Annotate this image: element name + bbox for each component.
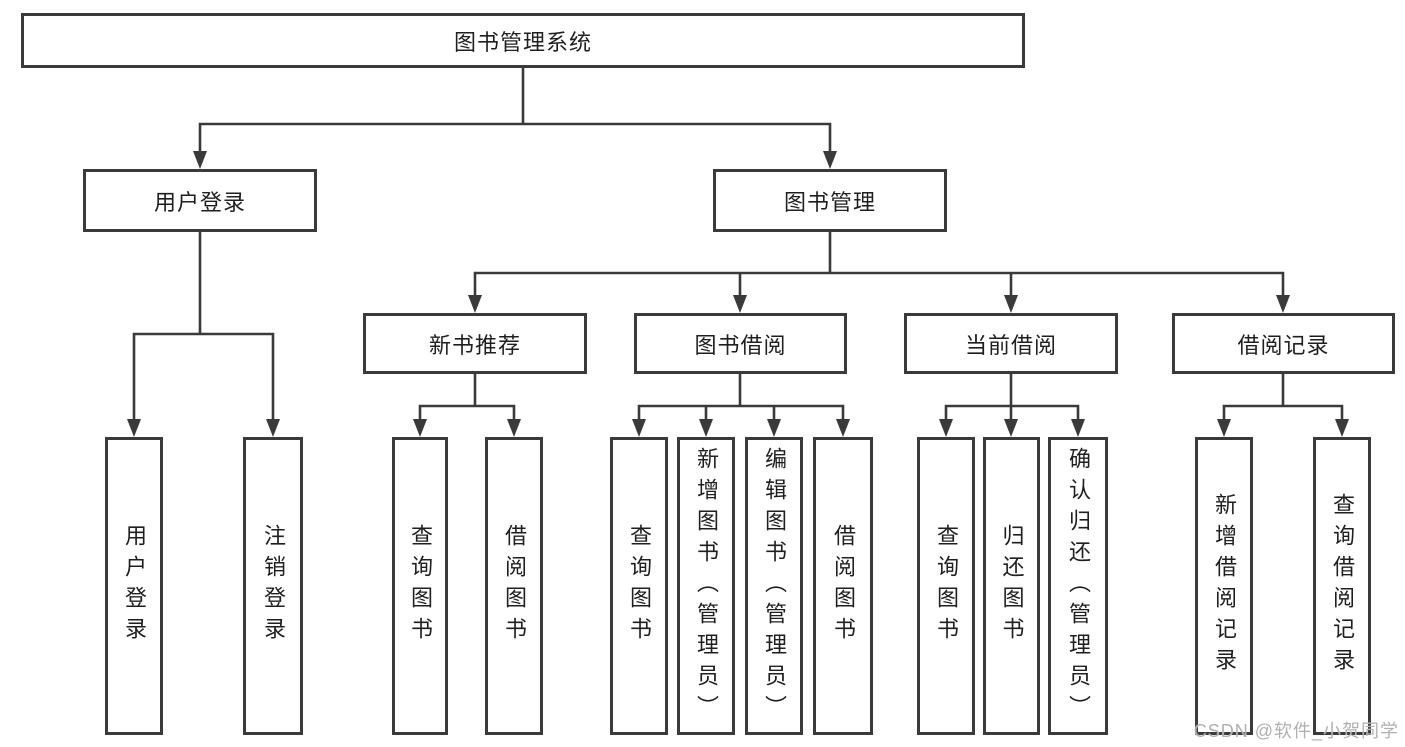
connector-book-mgmt-to-level3 (468, 230, 1290, 313)
arrowhead (127, 419, 141, 437)
leaf-nbr-query-books: 查询图书 (392, 437, 448, 735)
arrowhead (733, 295, 747, 313)
arrowhead (939, 419, 953, 437)
csdn-watermark: CSDN @软件_小贺同学 (1193, 721, 1399, 741)
node-book-borrow: 图书借阅 (634, 313, 847, 374)
connector-current-borrow-to-leaves (939, 372, 1085, 437)
arrowhead (413, 419, 427, 437)
leaf-nbr-borrow-books: 借阅图书 (485, 437, 543, 735)
leaf-bb-query-books: 查询图书 (610, 437, 668, 735)
node-root: 图书管理系统 (21, 13, 1025, 68)
leaf-label: 借阅图书 (502, 524, 527, 648)
leaf-label: 用户登录 (122, 524, 147, 648)
leaf-label: 注销登录 (261, 524, 286, 648)
leaf-label: 查询图书 (934, 524, 959, 648)
arrowhead (1071, 419, 1085, 437)
arrowhead (1276, 295, 1290, 313)
leaf-label: 编辑图书（管理员） (762, 446, 787, 726)
leaf-label: 查询借阅记录 (1330, 493, 1355, 679)
leaf-logout: 注销登录 (243, 437, 303, 735)
arrowhead (266, 419, 280, 437)
arrowhead (193, 151, 207, 169)
arrowhead (836, 419, 850, 437)
arrowhead (468, 295, 482, 313)
leaf-cb-confirm-return-admin: 确认归还（管理员） (1048, 437, 1108, 735)
leaf-label: 新增借阅记录 (1212, 493, 1237, 679)
arrowhead (1004, 295, 1018, 313)
node-user-login: 用户登录 (83, 169, 317, 232)
leaf-label: 查询图书 (408, 524, 433, 648)
leaf-label: 查询图书 (627, 524, 652, 648)
arrowhead (507, 419, 521, 437)
leaf-cb-return-books: 归还图书 (983, 437, 1040, 735)
leaf-bb-edit-books-admin: 编辑图书（管理员） (745, 437, 803, 735)
connector-user-login-to-leaves (127, 230, 280, 437)
connector-root-to-level2 (193, 66, 837, 169)
leaf-br-add-record: 新增借阅记录 (1195, 437, 1253, 735)
leaf-br-query-record: 查询借阅记录 (1313, 437, 1371, 735)
connector-book-borrow-to-leaves (632, 372, 850, 437)
leaf-bb-add-books-admin: 新增图书（管理员） (677, 437, 735, 735)
leaf-cb-query-books: 查询图书 (917, 437, 975, 735)
arrowhead (1217, 419, 1231, 437)
arrowhead (632, 419, 646, 437)
node-book-mgmt: 图书管理 (713, 169, 947, 232)
arrowhead (699, 419, 713, 437)
leaf-label: 确认归还（管理员） (1066, 446, 1091, 726)
arrowhead (767, 419, 781, 437)
leaf-user-login: 用户登录 (105, 437, 163, 735)
arrowhead (823, 151, 837, 169)
node-borrow-records: 借阅记录 (1172, 313, 1395, 374)
arrowhead (1004, 419, 1018, 437)
node-current-borrow: 当前借阅 (904, 313, 1118, 374)
leaf-label: 新增图书（管理员） (694, 446, 719, 726)
connector-borrow-records-to-leaves (1217, 372, 1349, 437)
node-new-book-rec: 新书推荐 (363, 313, 587, 374)
arrowhead (1335, 419, 1349, 437)
leaf-label: 借阅图书 (831, 524, 856, 648)
leaf-label: 归还图书 (999, 524, 1025, 648)
leaf-bb-borrow-books: 借阅图书 (813, 437, 873, 735)
connector-new-book-rec-to-leaves (413, 372, 521, 437)
